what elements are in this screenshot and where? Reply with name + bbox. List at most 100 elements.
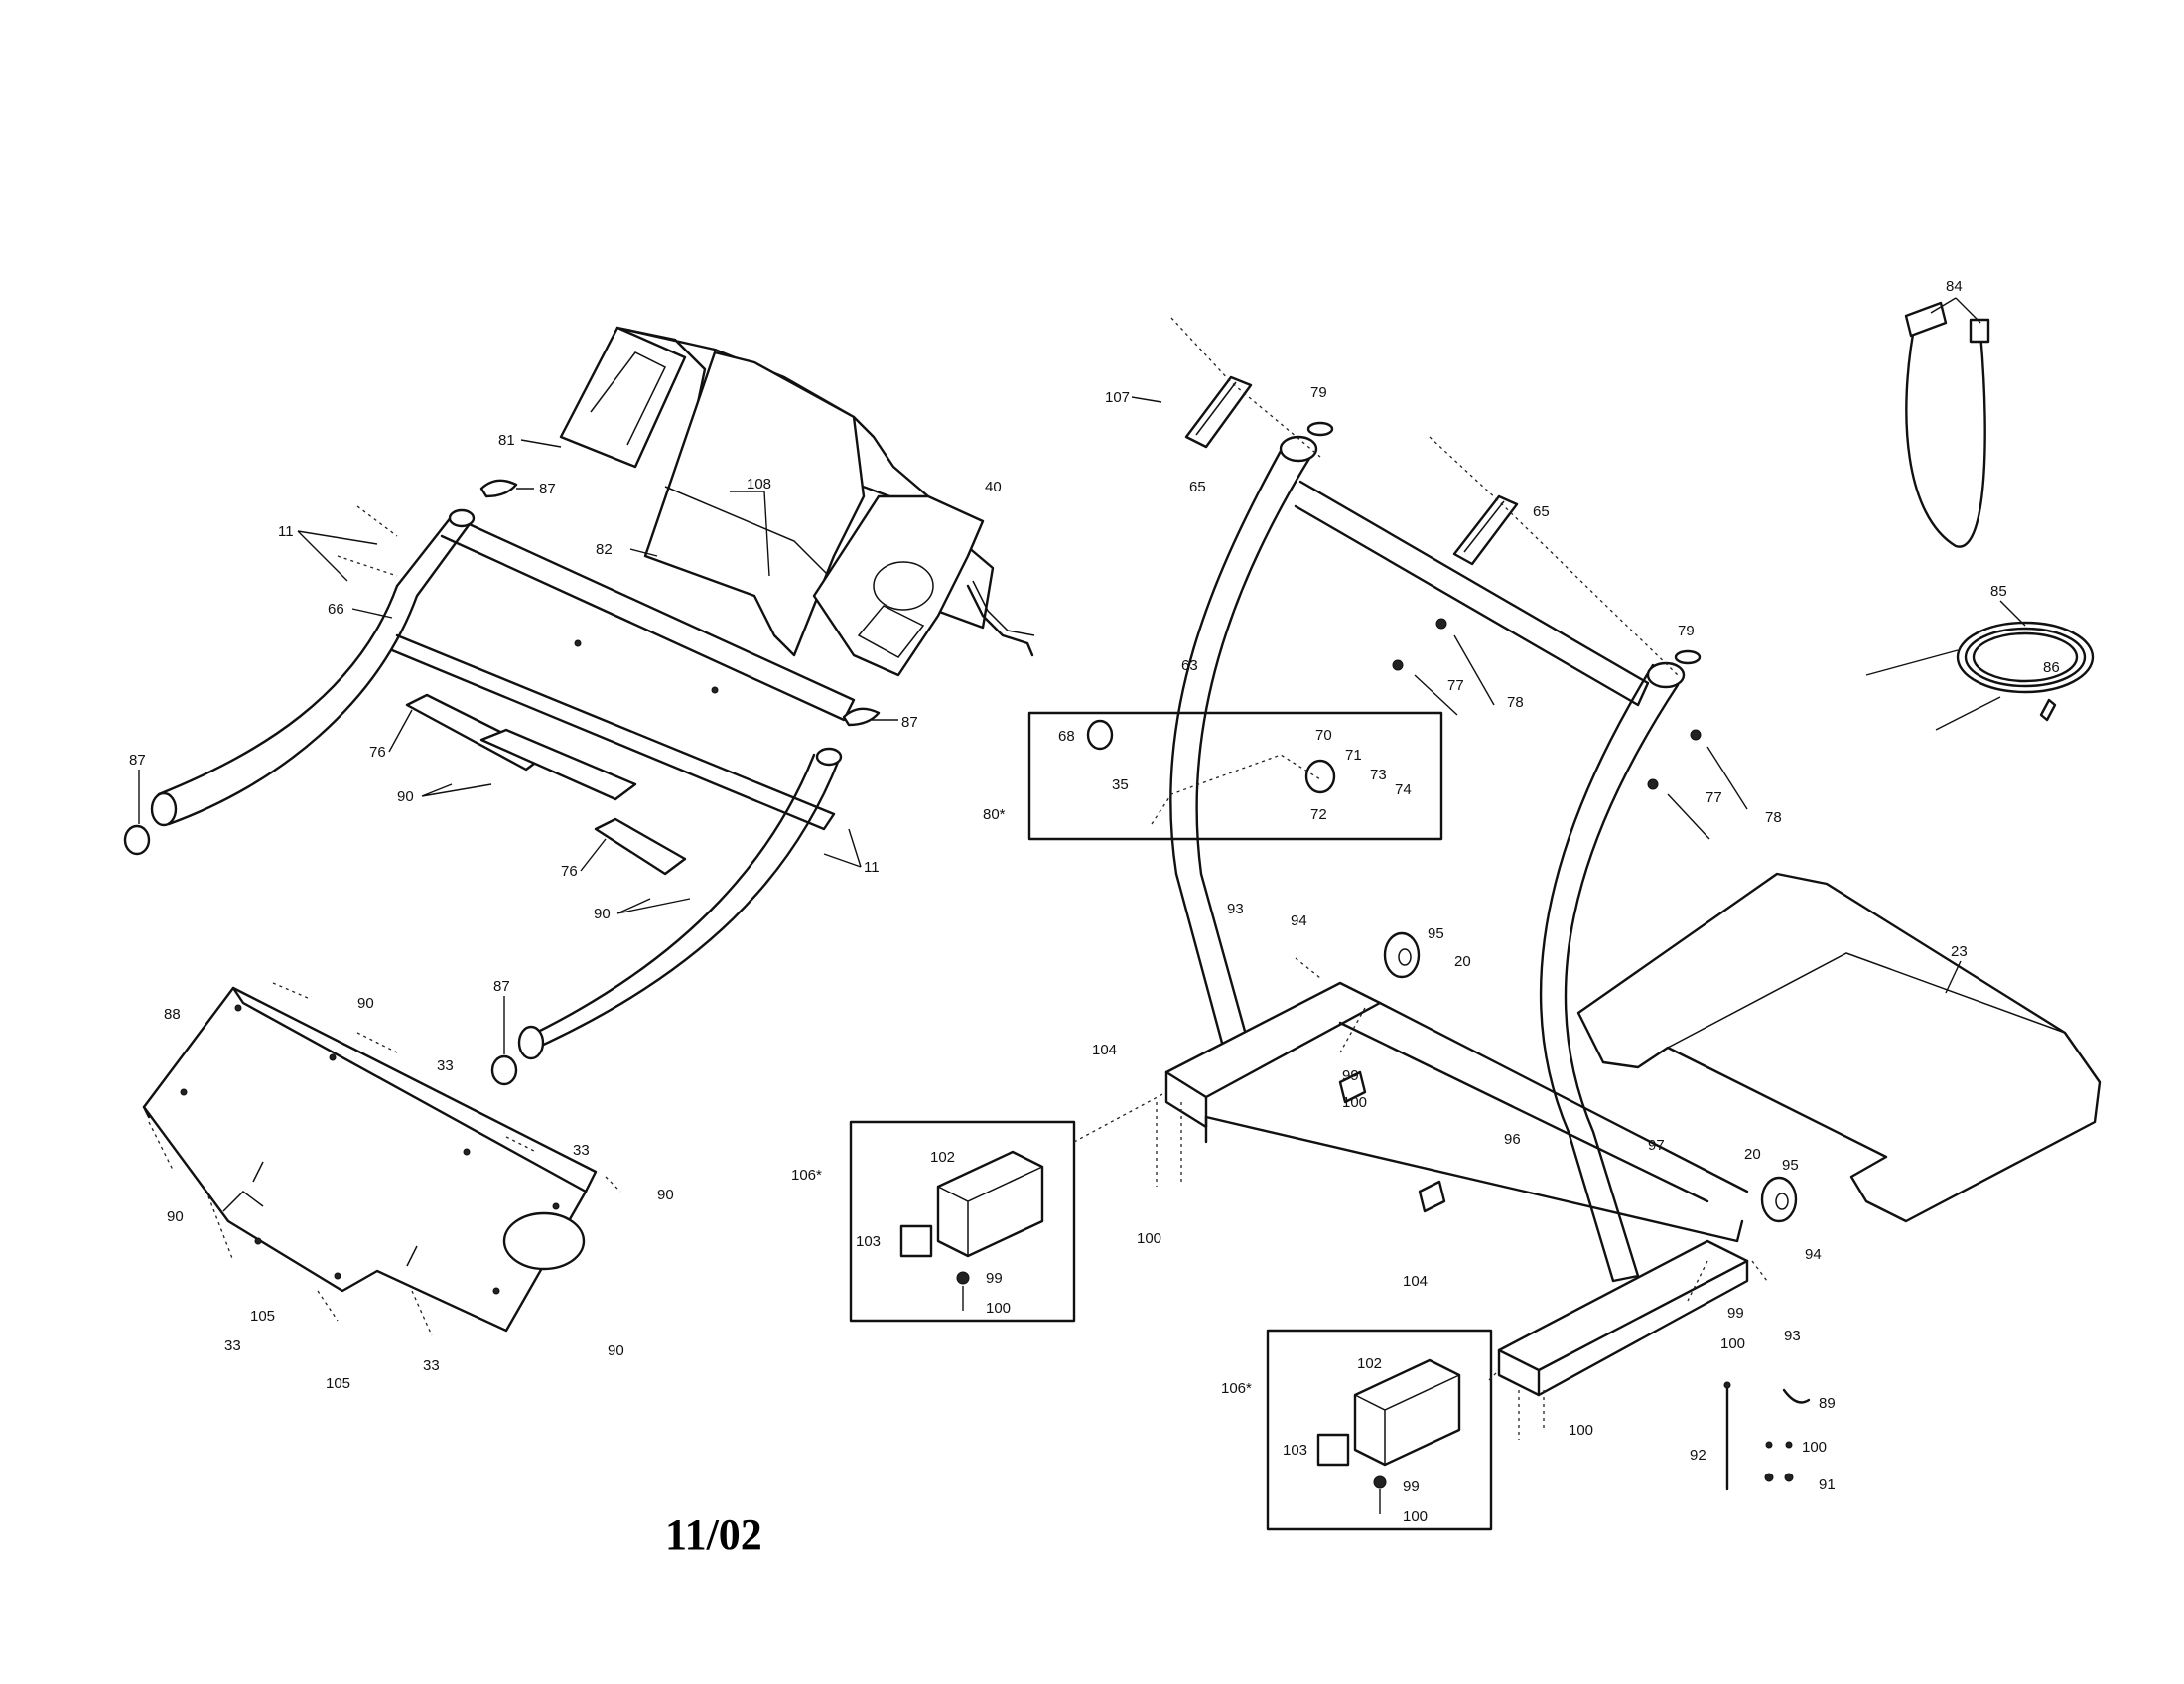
end-caps-87 [123, 479, 881, 1086]
callout-66: 66 [328, 601, 344, 618]
callout-pointers [138, 297, 2026, 1452]
callout-100-box-left: 100 [986, 1300, 1011, 1317]
callout-72: 72 [1310, 806, 1327, 823]
leveling-foot-assembly-left [899, 1150, 1044, 1311]
callout-99-box-right: 99 [1403, 1478, 1420, 1495]
callout-70: 70 [1315, 727, 1332, 744]
callout-99-right: 99 [1727, 1305, 1744, 1322]
callout-40: 40 [985, 479, 1002, 495]
callout-99-box-left: 99 [986, 1270, 1003, 1287]
callout-81: 81 [498, 432, 515, 449]
callout-95-lower: 95 [1782, 1157, 1799, 1174]
callout-87-left: 87 [129, 752, 146, 769]
upright-frame-63 [1164, 435, 1749, 1397]
callout-96: 96 [1504, 1131, 1521, 1148]
callout-68: 68 [1058, 728, 1075, 745]
callout-100-frame-left: 100 [1137, 1230, 1161, 1247]
callout-20-upper: 20 [1454, 953, 1471, 970]
callout-74: 74 [1395, 781, 1412, 798]
callout-105-a: 105 [250, 1308, 275, 1325]
callout-23: 23 [1951, 943, 1968, 960]
callout-80: 80* [983, 806, 1006, 823]
callout-77-lower: 77 [1706, 789, 1722, 806]
callout-85: 85 [1990, 583, 2007, 600]
callout-11-left: 11 [278, 523, 294, 540]
callout-104-right: 104 [1403, 1273, 1428, 1290]
callout-105-b: 105 [326, 1375, 350, 1392]
assembly-box-80 [1027, 711, 1443, 841]
callout-33-hood-3: 33 [224, 1337, 241, 1354]
callout-93-upper: 93 [1227, 901, 1244, 917]
callout-102-right: 102 [1357, 1355, 1382, 1372]
callout-76-upper: 76 [369, 744, 386, 761]
safety-key-84-85-86 [1865, 301, 2095, 731]
callout-86: 86 [2043, 659, 2060, 676]
callout-33-hood-2: 33 [573, 1142, 590, 1159]
callout-20-lower: 20 [1744, 1146, 1761, 1163]
callout-106-right: 106* [1221, 1380, 1252, 1397]
callout-108: 108 [747, 476, 771, 492]
callout-82: 82 [596, 541, 613, 558]
callout-90-hood-right: 90 [657, 1187, 674, 1203]
callout-106-left: 106* [791, 1167, 822, 1184]
hardware-77-78 [1392, 618, 1748, 840]
revision-date: 11/02 [665, 1510, 762, 1559]
handlebar-frame-66 [150, 508, 856, 1060]
console-left-panel [559, 326, 687, 469]
callout-63: 63 [1181, 657, 1198, 674]
assembly-box-106-right [1266, 1329, 1493, 1531]
console-overlay-82 [643, 351, 866, 657]
callout-88: 88 [164, 1006, 181, 1023]
callout-107: 107 [1105, 389, 1130, 406]
console-wire-harness [966, 584, 1034, 657]
callout-100-box-right: 100 [1403, 1508, 1428, 1525]
callout-91: 91 [1819, 1476, 1836, 1493]
console-assembly [559, 326, 1035, 677]
callout-87-bottom: 87 [493, 978, 510, 995]
callout-100-left: 100 [1342, 1094, 1367, 1111]
callout-35: 35 [1112, 776, 1129, 793]
wheels [1086, 719, 1798, 1223]
motor-hood-88 [142, 986, 598, 1333]
callout-90-hood-bottom: 90 [608, 1342, 624, 1359]
callout-labels: 81 108 40 82 87 11 66 87 87 76 90 76 90 … [129, 278, 2060, 1525]
callout-33-hood-4: 33 [423, 1357, 440, 1374]
callout-90-lower: 90 [594, 906, 611, 922]
callout-65-right: 65 [1533, 503, 1550, 520]
callout-87-right: 87 [901, 714, 918, 731]
callout-93-lower: 93 [1784, 1328, 1801, 1344]
callout-90-hood-left: 90 [167, 1208, 184, 1225]
callout-78-lower: 78 [1765, 809, 1782, 826]
callout-77-upper: 77 [1447, 677, 1464, 694]
callout-103-right: 103 [1283, 1442, 1307, 1459]
callout-90-hood-top: 90 [357, 995, 374, 1012]
callout-78-upper: 78 [1507, 694, 1524, 711]
grip-76-lower [594, 817, 687, 876]
callout-103-left: 103 [856, 1233, 881, 1250]
console-right-housing [812, 494, 985, 677]
callout-97: 97 [1648, 1137, 1665, 1154]
pulse-sensors-65 [1184, 375, 1519, 566]
callout-33-hood-1: 33 [437, 1057, 454, 1074]
callout-94-lower: 94 [1805, 1246, 1822, 1263]
misc-hardware [1723, 1381, 1811, 1491]
callout-99-left: 99 [1342, 1067, 1359, 1084]
grommet-79-upper [1306, 421, 1334, 437]
leader-lines [148, 317, 1768, 1440]
callout-100-misc: 100 [1802, 1439, 1827, 1456]
callout-104-left: 104 [1092, 1042, 1117, 1058]
callout-11-right: 11 [864, 859, 880, 876]
callout-92: 92 [1690, 1447, 1706, 1464]
callout-87-top: 87 [539, 481, 556, 497]
callout-95-upper: 95 [1428, 925, 1444, 942]
callout-71: 71 [1345, 747, 1362, 764]
callout-79-top: 79 [1310, 384, 1327, 401]
callout-76-lower: 76 [561, 863, 578, 880]
assembly-box-106-left [849, 1120, 1076, 1323]
grommet-79-lower [1674, 649, 1702, 665]
callout-102-left: 102 [930, 1149, 955, 1166]
callout-94-upper: 94 [1291, 912, 1307, 929]
callout-89: 89 [1819, 1395, 1836, 1412]
deck-cover-23 [1576, 872, 2102, 1223]
leveling-foot-assembly-right [1316, 1358, 1461, 1514]
